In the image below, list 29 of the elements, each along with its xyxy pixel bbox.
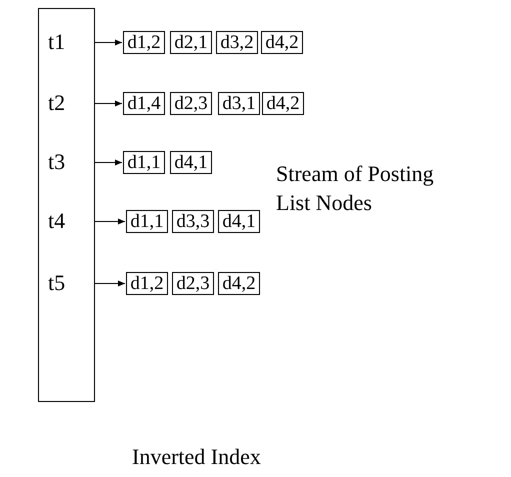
arrow [94, 160, 122, 166]
term-label: t3 [47, 151, 66, 173]
term-label: t2 [47, 92, 66, 114]
posting-node: d4,1 [170, 151, 212, 174]
posting-node: d4,1 [218, 210, 260, 233]
posting-node: d1,1 [123, 151, 165, 174]
posting-node: d3,3 [172, 210, 214, 233]
posting-node: d2,3 [170, 92, 212, 115]
posting-node: d3,2 [216, 31, 258, 54]
posting-node: d1,2 [126, 272, 168, 295]
posting-node: d2,3 [172, 272, 214, 295]
arrow [94, 40, 122, 46]
posting-node: d2,1 [170, 31, 212, 54]
arrow [94, 100, 122, 106]
posting-node: d1,4 [123, 92, 165, 115]
term-label: t5 [47, 272, 66, 294]
arrow [94, 280, 126, 286]
term-label: t1 [47, 31, 66, 53]
posting-node: d4,2 [218, 272, 260, 295]
posting-node: d1,1 [126, 210, 168, 233]
posting-node: d1,2 [123, 31, 165, 54]
posting-node: d4,2 [262, 92, 304, 115]
index-box [38, 8, 95, 402]
posting-node: d4,2 [261, 31, 303, 54]
note-text: Stream of Posting List Nodes [276, 160, 435, 217]
posting-node: d3,1 [218, 92, 260, 115]
node-label: Inverted Index [132, 444, 261, 470]
term-label: t4 [47, 210, 66, 232]
arrow [94, 218, 126, 224]
